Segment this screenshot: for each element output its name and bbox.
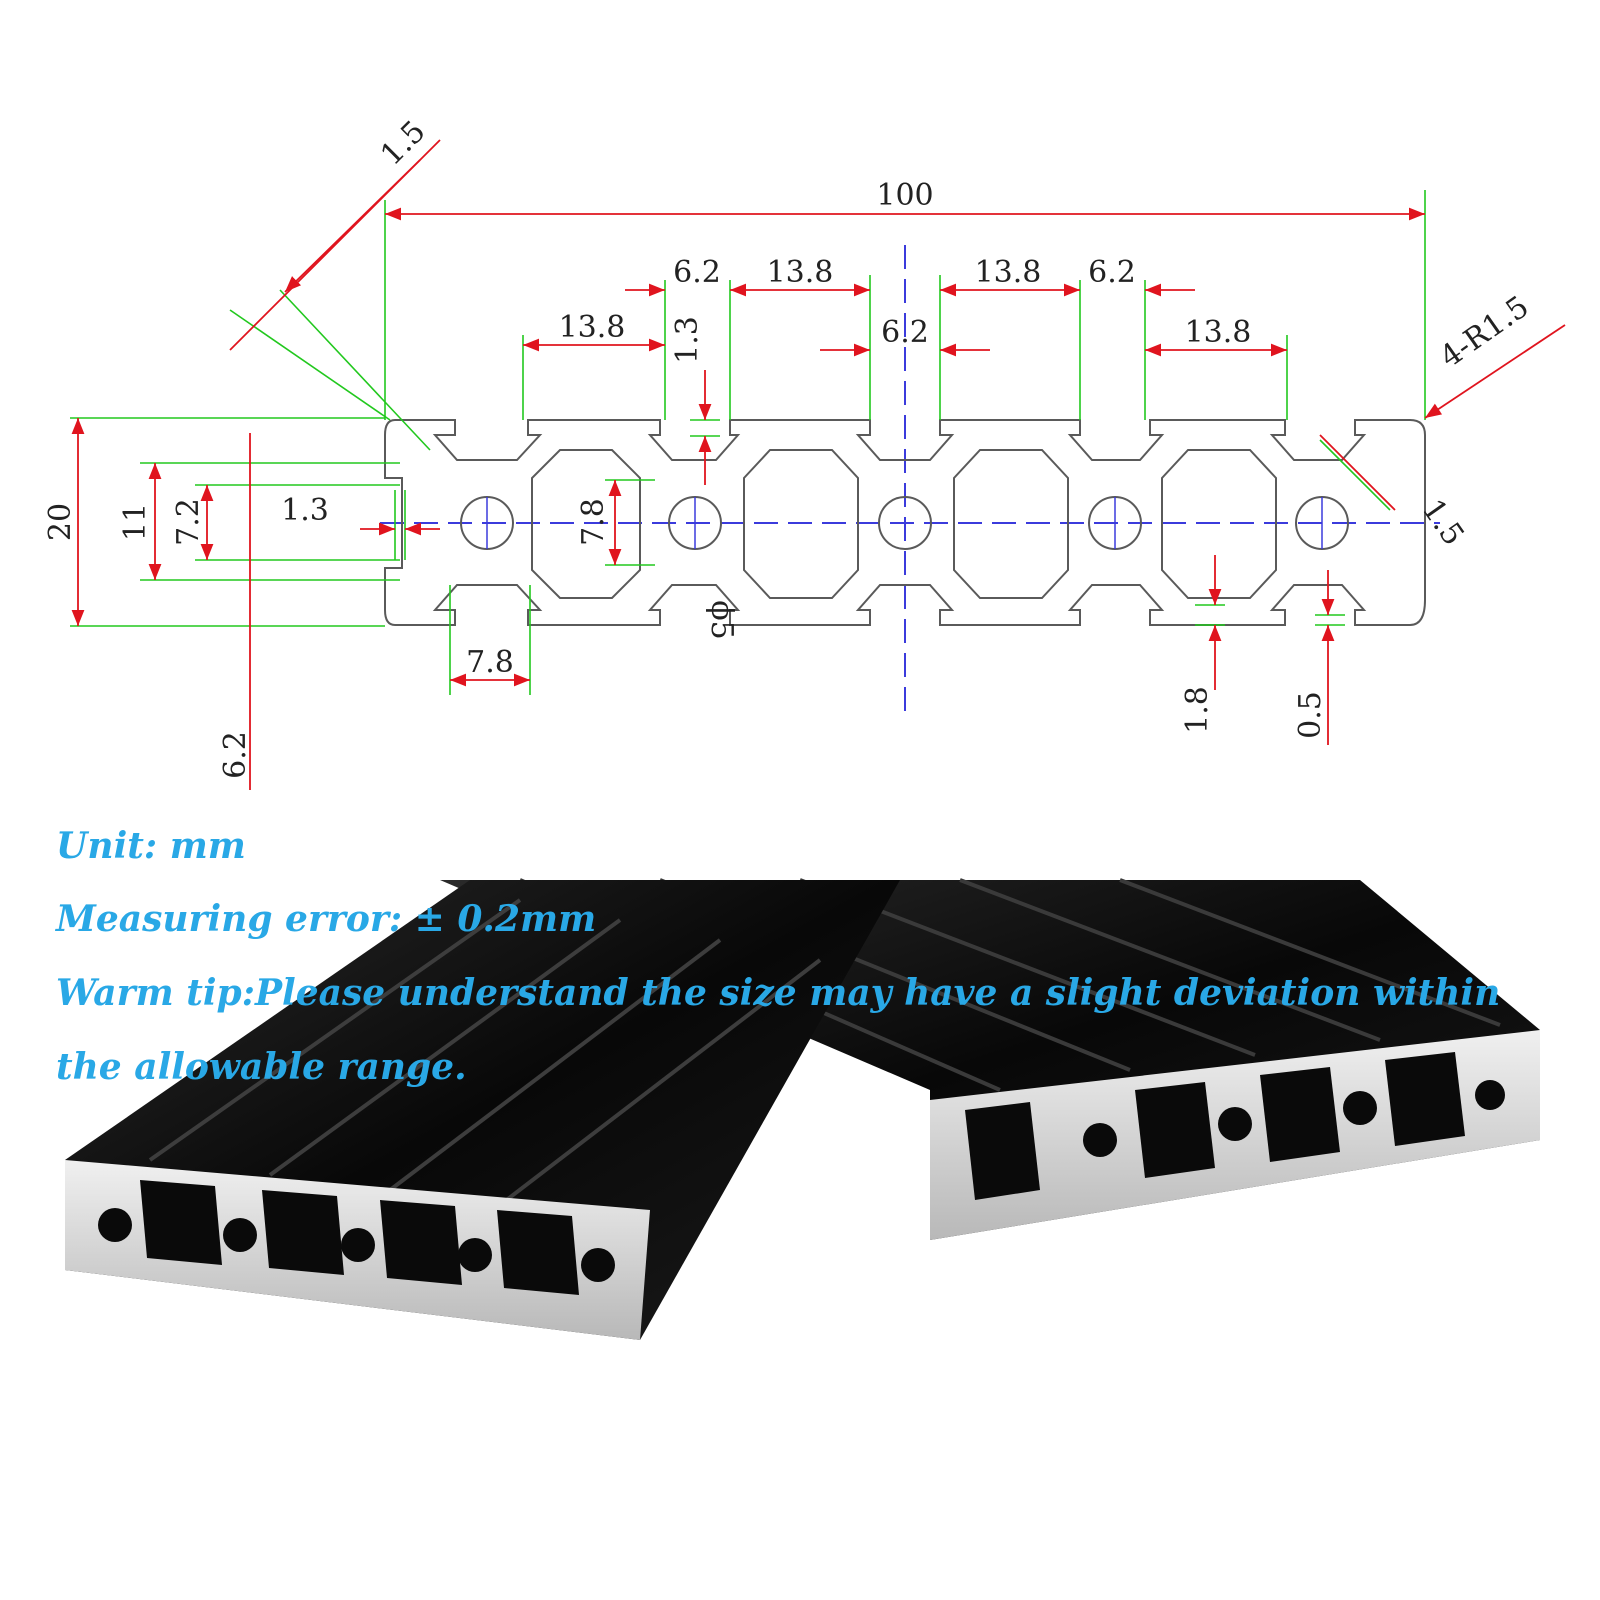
- dim-hole-diameter: ϕ5: [704, 600, 739, 640]
- hole-crosshairs: [486, 497, 1323, 549]
- dim-height: 20: [43, 503, 78, 541]
- dim-core-height: 7.8: [576, 498, 611, 546]
- measuring-error-note: Measuring error: ± 0.2mm: [56, 898, 597, 940]
- dim-pitch-right-b: 13.8: [1185, 315, 1252, 350]
- dim-slot-opening-left: 6.2: [673, 255, 721, 290]
- warm-tip-line-2: the allowable range.: [56, 1046, 467, 1088]
- warm-tip-line-1: Warm tip:Please understand the size may …: [56, 972, 1501, 1014]
- dim-bottom-width: 7.8: [466, 645, 514, 680]
- extension-lines: [70, 190, 1426, 695]
- profile-cross-section-drawing: 100 6.2 13.8 13.8 6.2 13.8 6.2 13.8 1.3 …: [43, 114, 1566, 790]
- unit-note: Unit: mm: [56, 825, 246, 867]
- dimension-lines: [71, 139, 1566, 790]
- dim-chamfer-top: 1.5: [374, 114, 432, 172]
- dim-corner-radius: 4-R1.5: [1434, 289, 1536, 375]
- dim-slot-inner: 7.2: [171, 498, 206, 546]
- dim-wall-thickness: 1.3: [281, 493, 329, 528]
- dim-chamfer-right: 1.5: [1415, 493, 1471, 552]
- dim-center-slot: 6.2: [881, 315, 929, 350]
- product-photo-extrusions: [65, 878, 1540, 1340]
- left-extrusion: [65, 880, 900, 1340]
- centerlines: [380, 245, 1440, 720]
- dim-rib: 1.8: [1180, 686, 1215, 734]
- dim-slot-bottom: 6.2: [218, 731, 253, 779]
- dim-pitch-right-a: 13.8: [975, 255, 1042, 290]
- dim-relief: 0.5: [1293, 691, 1328, 739]
- dim-overall-width: 100: [876, 178, 933, 213]
- dim-slot-opening-right: 6.2: [1088, 255, 1136, 290]
- dim-slot-depth: 11: [118, 503, 153, 541]
- dim-pitch-left-a: 13.8: [767, 255, 834, 290]
- dim-slot-lip: 1.3: [670, 316, 705, 364]
- dim-pitch-left-b: 13.8: [559, 310, 626, 345]
